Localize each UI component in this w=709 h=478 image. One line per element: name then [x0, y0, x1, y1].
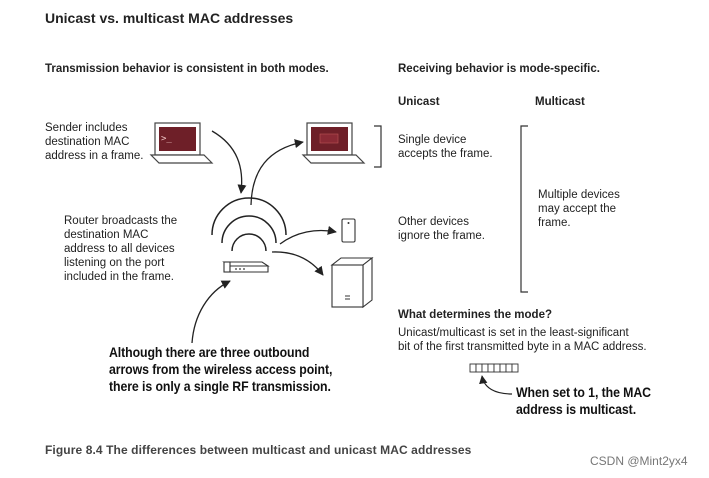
unicast-accept-line: Single device — [398, 134, 467, 146]
figure-caption: Figure 8.4 The differences between multi… — [45, 443, 472, 457]
right-header: Receiving behavior is mode-specific. — [398, 63, 600, 75]
multicast-bracket — [520, 125, 528, 293]
callout-line: When set to 1, the MAC — [516, 384, 651, 400]
router-to-laptop-arrow — [250, 139, 304, 206]
callout-line: there is only a single RF transmission. — [109, 378, 331, 394]
bit-callout-arrow — [479, 375, 513, 395]
unicast-column-header: Unicast — [398, 96, 440, 108]
multicast-accept-line: Multiple devices — [538, 189, 620, 201]
unicast-ignore-text: Other devices ignore the frame. — [398, 215, 485, 243]
mode-line: Unicast/multicast is set in the least-si… — [398, 327, 629, 339]
unicast-ignore-line: ignore the frame. — [398, 230, 485, 242]
mode-header: What determines the mode? — [398, 309, 552, 321]
left-header: Transmission behavior is consistent in b… — [45, 63, 329, 75]
multicast-accept-text: Multiple devices may accept the frame. — [538, 188, 620, 230]
router-line: address to all devices — [64, 243, 175, 255]
sender-laptop-icon: >_ — [149, 122, 214, 164]
wireless-signal-icon — [211, 197, 287, 252]
rf-transmission-callout: Although there are three outbound arrows… — [109, 344, 332, 395]
mode-description: Unicast/multicast is set in the least-si… — [398, 326, 647, 354]
router-to-phone-arrow — [279, 225, 337, 245]
unicast-accept-line: accepts the frame. — [398, 148, 493, 160]
sender-description: Sender includes destination MAC address … — [45, 121, 143, 163]
callout-line: Although there are three outbound — [109, 344, 310, 360]
sender-to-router-arrow — [211, 130, 247, 194]
figure-title: Unicast vs. multicast MAC addresses — [45, 10, 294, 26]
router-line: included in the frame. — [64, 271, 174, 283]
watermark: CSDN @Mint2yx4 — [590, 454, 688, 468]
multicast-accept-line: frame. — [538, 217, 571, 229]
multicast-accept-line: may accept the — [538, 203, 616, 215]
sender-line: destination MAC — [45, 136, 130, 148]
mac-byte-bits-icon — [469, 363, 519, 373]
mode-line: bit of the first transmitted byte in a M… — [398, 341, 647, 353]
multicast-bit-callout: When set to 1, the MAC address is multic… — [516, 384, 651, 418]
router-to-desktop-arrow — [271, 251, 324, 276]
terminal-prompt: >_ — [161, 134, 172, 144]
router-icon — [222, 261, 270, 273]
router-line: Router broadcasts the — [64, 215, 178, 227]
router-description: Router broadcasts the destination MAC ad… — [64, 214, 177, 284]
multicast-column-header: Multicast — [535, 96, 585, 108]
unicast-ignore-line: Other devices — [398, 216, 469, 228]
unicast-bracket — [374, 125, 382, 168]
sender-line: Sender includes — [45, 122, 128, 134]
phone-icon — [341, 218, 356, 243]
router-line: destination MAC — [64, 229, 149, 241]
sender-line: address in a frame. — [45, 150, 144, 162]
callout-line: address is multicast. — [516, 401, 637, 417]
callout-line: arrows from the wireless access point, — [109, 361, 333, 377]
desktop-tower-icon — [330, 256, 374, 309]
rf-callout-arrow — [191, 280, 231, 344]
receiver-laptop-icon — [301, 122, 366, 164]
unicast-accept-text: Single device accepts the frame. — [398, 133, 493, 161]
router-line: listening on the port — [64, 257, 165, 269]
